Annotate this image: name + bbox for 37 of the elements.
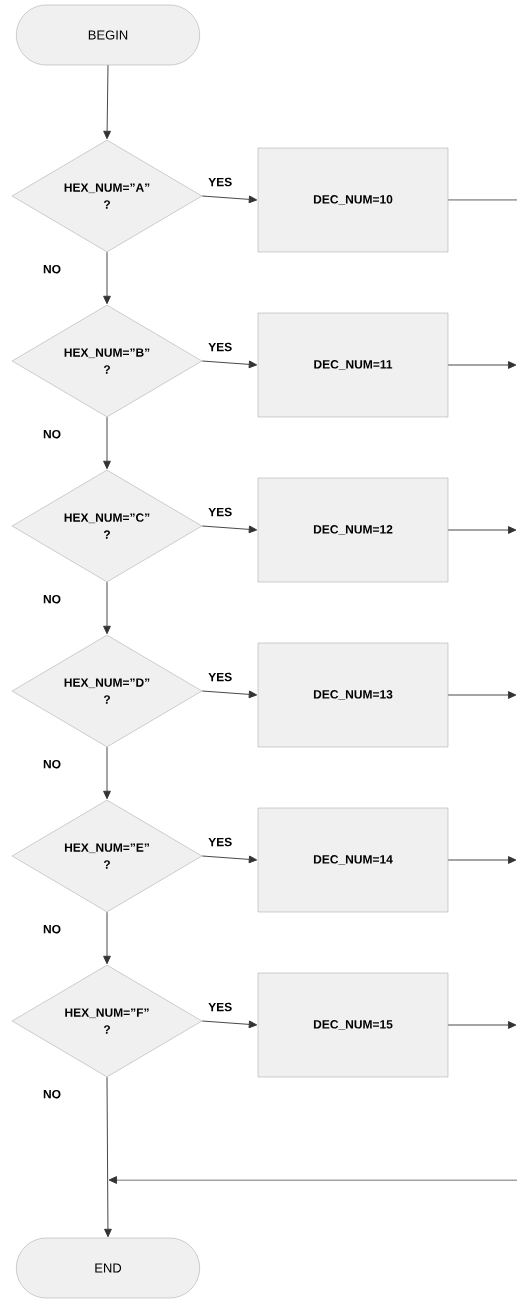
edge-label: YES <box>207 176 234 188</box>
arrow <box>104 1076 112 1238</box>
process-box: DEC_NUM=15 <box>257 972 449 1078</box>
arrow <box>447 1021 517 1029</box>
arrow <box>201 195 258 204</box>
process-box: DEC_NUM=14 <box>257 807 449 913</box>
arrow <box>447 691 517 699</box>
arrow <box>103 251 111 305</box>
edge-label: NO <box>42 263 62 275</box>
arrow <box>447 856 517 864</box>
edge-label: NO <box>42 428 62 440</box>
arrow <box>201 690 258 699</box>
edge-label: YES <box>207 506 234 518</box>
arrow <box>201 855 258 864</box>
arrow <box>201 360 258 369</box>
process-box: DEC_NUM=12 <box>257 477 449 583</box>
edge-label: YES <box>207 1001 234 1013</box>
arrow <box>201 1020 258 1029</box>
arrow <box>447 361 517 369</box>
arrow <box>108 1176 517 1184</box>
arrow <box>447 526 517 534</box>
edge-label: NO <box>42 758 62 770</box>
arrow <box>201 525 258 534</box>
edge-label: NO <box>42 593 62 605</box>
arrow <box>103 416 111 470</box>
edge-label: NO <box>42 1088 62 1100</box>
edge-label: YES <box>207 671 234 683</box>
edge-label: YES <box>207 836 234 848</box>
edge-label: NO <box>42 923 62 935</box>
arrow <box>103 746 111 800</box>
process-box: DEC_NUM=10 <box>257 147 449 253</box>
arrow <box>103 911 111 965</box>
process-box: DEC_NUM=13 <box>257 642 449 748</box>
arrow <box>103 64 111 140</box>
arrow <box>103 581 111 635</box>
edge-label: YES <box>207 341 234 353</box>
process-box: DEC_NUM=11 <box>257 312 449 418</box>
